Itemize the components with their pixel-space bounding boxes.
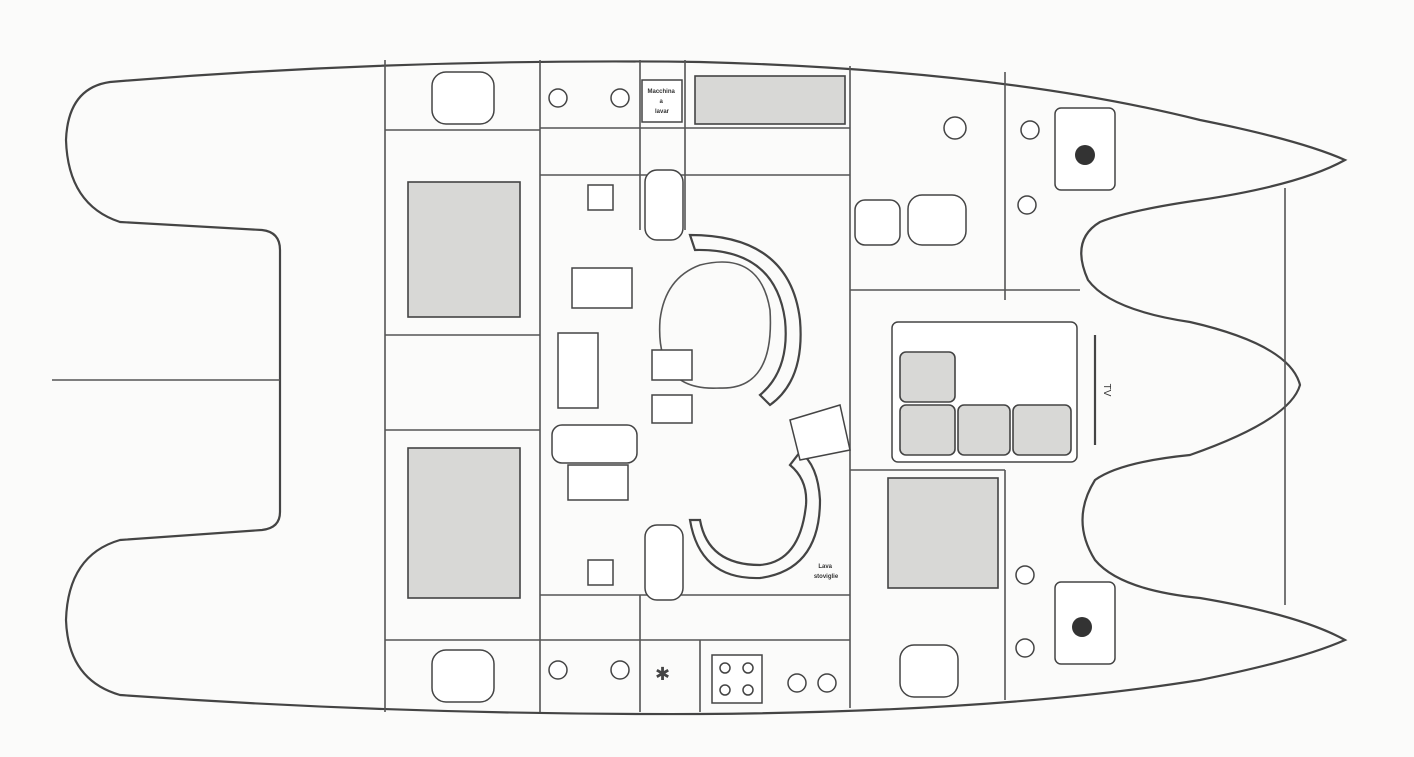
burners xyxy=(719,662,754,696)
sink-left xyxy=(787,673,807,693)
salon-cushions xyxy=(899,351,1072,456)
washing-machine-box xyxy=(641,79,683,123)
stove xyxy=(711,654,763,704)
sink-right xyxy=(817,673,837,693)
helm-starboard-dot xyxy=(1072,617,1092,637)
bunk-top xyxy=(694,75,846,125)
fridge-icon: ✱ xyxy=(655,664,670,684)
walls xyxy=(384,60,1080,712)
tv-label: TV xyxy=(1101,384,1112,397)
toilets xyxy=(431,71,1040,703)
washing-machine-label-2: a xyxy=(659,99,663,105)
washing-machine-label-3: lavar xyxy=(655,109,670,115)
bed-aft-starboard xyxy=(407,447,521,599)
bed-aft-port xyxy=(407,181,521,318)
dishwasher-label-1: Lava xyxy=(818,564,832,570)
washing-machine-label-1: Macchina xyxy=(647,89,675,95)
stairs xyxy=(644,169,901,601)
svg-text:Macchina a lavar: Macchina a lavar xyxy=(647,89,676,115)
hull-outline xyxy=(64,60,1348,716)
helm-port-dot xyxy=(1075,145,1095,165)
svg-text:Lava stoviglie: Lava stoviglie xyxy=(814,564,839,580)
bed-fwd-starboard xyxy=(887,477,999,589)
dishwasher-label-2: stoviglie xyxy=(814,574,839,580)
salon-seating xyxy=(551,184,822,586)
